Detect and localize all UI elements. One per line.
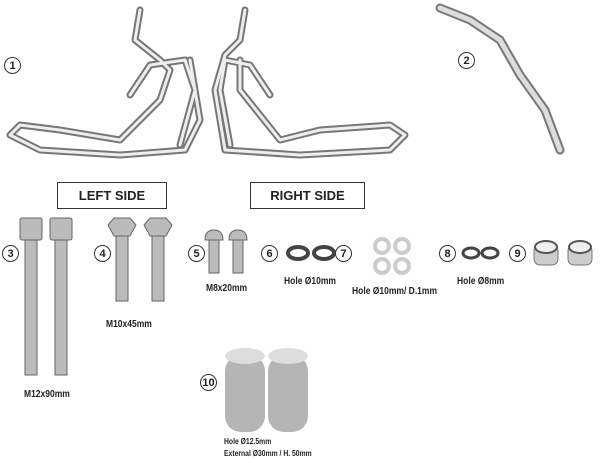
callout-7: 7 bbox=[335, 245, 352, 262]
callout-2: 2 bbox=[458, 52, 475, 69]
label-m10x45: M10x45mm bbox=[106, 319, 152, 330]
callout-4: 4 bbox=[94, 245, 111, 262]
washers-10 bbox=[286, 245, 336, 261]
bolts-m8 bbox=[204, 229, 248, 274]
bolts-m10 bbox=[107, 217, 173, 302]
left-side-label: LEFT SIDE bbox=[57, 182, 167, 209]
label-m8x20: M8x20mm bbox=[206, 283, 248, 294]
callout-9: 9 bbox=[509, 245, 526, 262]
bushings bbox=[533, 240, 593, 266]
left-crash-bar bbox=[6, 6, 204, 159]
label-hole-10: Hole Ø10mm bbox=[284, 276, 336, 287]
bolts-m12 bbox=[19, 217, 73, 376]
label-m12x90: M12x90mm bbox=[24, 389, 70, 400]
label-spacer-external: External Ø30mm / H. 50mm bbox=[224, 449, 312, 458]
callout-6: 6 bbox=[261, 245, 278, 262]
washers-10-thin bbox=[373, 237, 411, 275]
callout-3: 3 bbox=[2, 245, 19, 262]
washers-8 bbox=[461, 246, 500, 260]
callout-5: 5 bbox=[188, 245, 205, 262]
callout-1: 1 bbox=[4, 57, 21, 74]
right-side-label: RIGHT SIDE bbox=[250, 182, 365, 209]
spacers bbox=[225, 348, 308, 432]
label-hole-10-thin: Hole Ø10mm/ D.1mm bbox=[352, 286, 438, 297]
callout-8: 8 bbox=[439, 245, 456, 262]
label-spacer-hole: Hole Ø12.5mm bbox=[224, 437, 272, 446]
bracket-2 bbox=[435, 3, 565, 155]
label-hole-8: Hole Ø8mm bbox=[457, 276, 505, 287]
callout-10: 10 bbox=[200, 374, 217, 391]
